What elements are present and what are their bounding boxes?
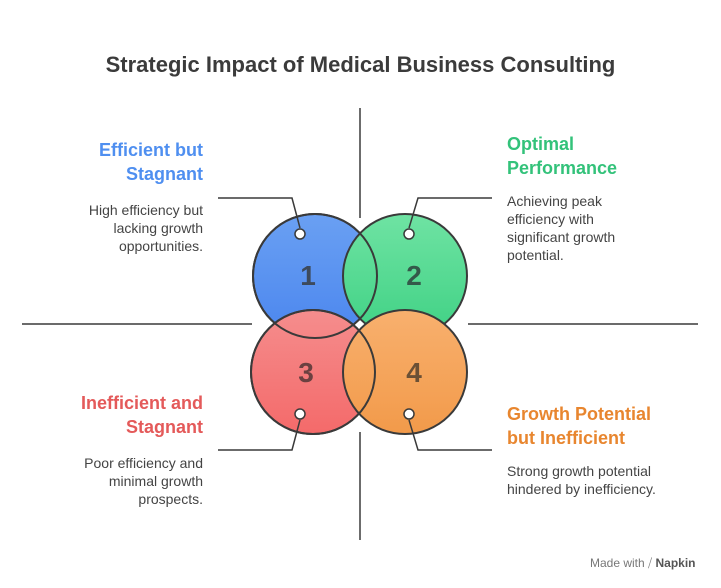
quadrant-2-description: Achieving peak efficiency with significa…	[507, 193, 616, 263]
quadrant-3-heading: Inefficient and Stagnant	[80, 393, 203, 437]
circle-4	[342, 309, 468, 435]
napkin-logo-icon: ⧸	[648, 556, 653, 570]
quadrant-2-heading: Optimal Performance	[507, 134, 618, 178]
quadrant-3-description: Poor efficiency and minimal growth prosp…	[84, 455, 203, 507]
connector-4	[408, 419, 492, 451]
quadrant-1-heading: Efficient but Stagnant	[99, 140, 203, 184]
quadrant-4-heading: Growth Potential but Inefficient	[507, 404, 651, 448]
connector-3	[218, 419, 301, 451]
quadrant-1-description: High efficiency but lacking growth oppor…	[88, 202, 203, 254]
connector-1	[218, 197, 301, 229]
quadrant-number-1: 1	[300, 260, 316, 291]
quadrant-number-2: 2	[406, 260, 422, 291]
quadrant-4-description: Strong growth potential hindered by inef…	[507, 463, 656, 497]
quadrant-number-3: 3	[298, 357, 314, 388]
connector-2	[408, 197, 492, 229]
quadrant-number-4: 4	[406, 357, 422, 388]
napkin-watermark: Made with ⧸ Napkin	[590, 556, 696, 570]
diagram-title: Strategic Impact of Medical Business Con…	[105, 52, 616, 77]
